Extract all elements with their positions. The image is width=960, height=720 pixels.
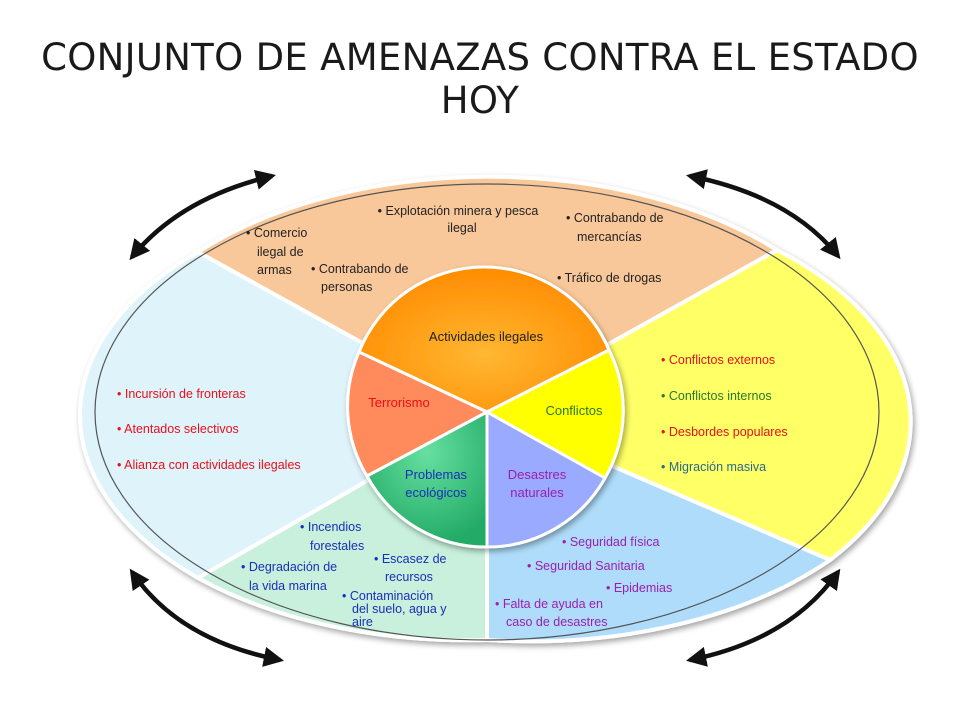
bottom-left-sector-labels: • Incendios forestales • Escasez de recu… (241, 520, 447, 629)
item-escasez-1: • Escasez de (374, 552, 447, 566)
inner-desastres (485, 409, 608, 549)
arrow-bottom-left-icon (129, 568, 284, 667)
item-seguridad-fisica: • Seguridad física (562, 535, 660, 549)
sector-left (78, 249, 492, 581)
label-terrorismo: Terrorismo (368, 395, 429, 410)
bottom-right-sector-labels: • Seguridad física • Seguridad Sanitaria… (495, 535, 672, 629)
item-contrabando-pers-2: personas (321, 280, 372, 294)
item-alianza: • Alianza con actividades ilegales (117, 458, 301, 472)
item-incursion: • Incursión de fronteras (117, 387, 246, 401)
label-problemas-1: Problemas (405, 467, 468, 482)
item-falta-ayuda-1: • Falta de ayuda en (495, 597, 603, 611)
arrow-bottom-right-icon (686, 568, 841, 667)
item-degradacion-1: • Degradación de (241, 560, 337, 574)
item-incendios-2: forestales (310, 539, 364, 553)
item-contrabando-merc-1: • Contrabando de (566, 211, 664, 225)
arrow-top-left-icon (129, 169, 276, 261)
item-incendios-1: • Incendios (300, 520, 361, 534)
page-title: CONJUNTO DE AMENAZAS CONTRA EL ESTADO HO… (41, 36, 919, 122)
item-desbordes: • Desbordes populares (661, 425, 788, 439)
inner-problemas (364, 409, 489, 549)
center-labels: Actividades ilegales Terrorismo Conflict… (368, 329, 603, 500)
label-desastres-1: Desastres (508, 467, 567, 482)
item-conflictos-externos: • Conflictos externos (661, 353, 775, 367)
item-contaminacion-1: • Contaminación (342, 589, 433, 603)
arrows (129, 169, 841, 667)
item-contrabando-merc-2: mercancías (577, 230, 642, 244)
item-epidemias: • Epidemias (606, 581, 672, 595)
item-falta-ayuda-2: caso de desastres (506, 615, 607, 629)
label-desastres-2: naturales (510, 485, 564, 500)
left-sector-labels: • Incursión de fronteras • Atentados sel… (117, 387, 301, 472)
outer-ellipse-border (94, 183, 880, 641)
item-migracion: • Migración masiva (661, 460, 766, 474)
item-contrabando-pers-1: • Contrabando de (311, 262, 409, 276)
item-contaminacion-2: del suelo, agua y (352, 602, 447, 616)
arrow-top-right-icon (686, 169, 841, 260)
item-comercio-2: ilegal de (257, 245, 304, 259)
inner-conflictos (483, 347, 625, 481)
item-seguridad-sanitaria: • Seguridad Sanitaria (527, 559, 645, 573)
label-actividades: Actividades ilegales (429, 329, 544, 344)
right-sector-labels: • Conflictos externos • Conflictos inter… (661, 353, 788, 474)
item-comercio-1: • Comercio (246, 226, 307, 240)
item-atentados: • Atentados selectivos (117, 422, 239, 436)
label-conflictos: Conflictos (545, 403, 603, 418)
item-explotacion-1: • Explotación minera y pesca (378, 204, 539, 218)
inner-circle (346, 265, 625, 549)
inner-terrorismo (346, 349, 491, 478)
top-sector-labels: • Explotación minera y pesca ilegal • Co… (246, 204, 664, 294)
item-escasez-2: recursos (385, 570, 433, 584)
item-conflictos-internos: • Conflictos internos (661, 389, 772, 403)
label-problemas-2: ecológicos (405, 485, 467, 500)
inner-actividades (357, 265, 611, 414)
item-comercio-3: armas (257, 263, 292, 277)
item-degradacion-2: la vida marina (249, 579, 327, 593)
item-trafico: • Tráfico de drogas (557, 271, 661, 285)
item-contaminacion-3: aire (352, 615, 373, 629)
item-explotacion-2: ilegal (447, 221, 476, 235)
sector-right (482, 247, 913, 563)
